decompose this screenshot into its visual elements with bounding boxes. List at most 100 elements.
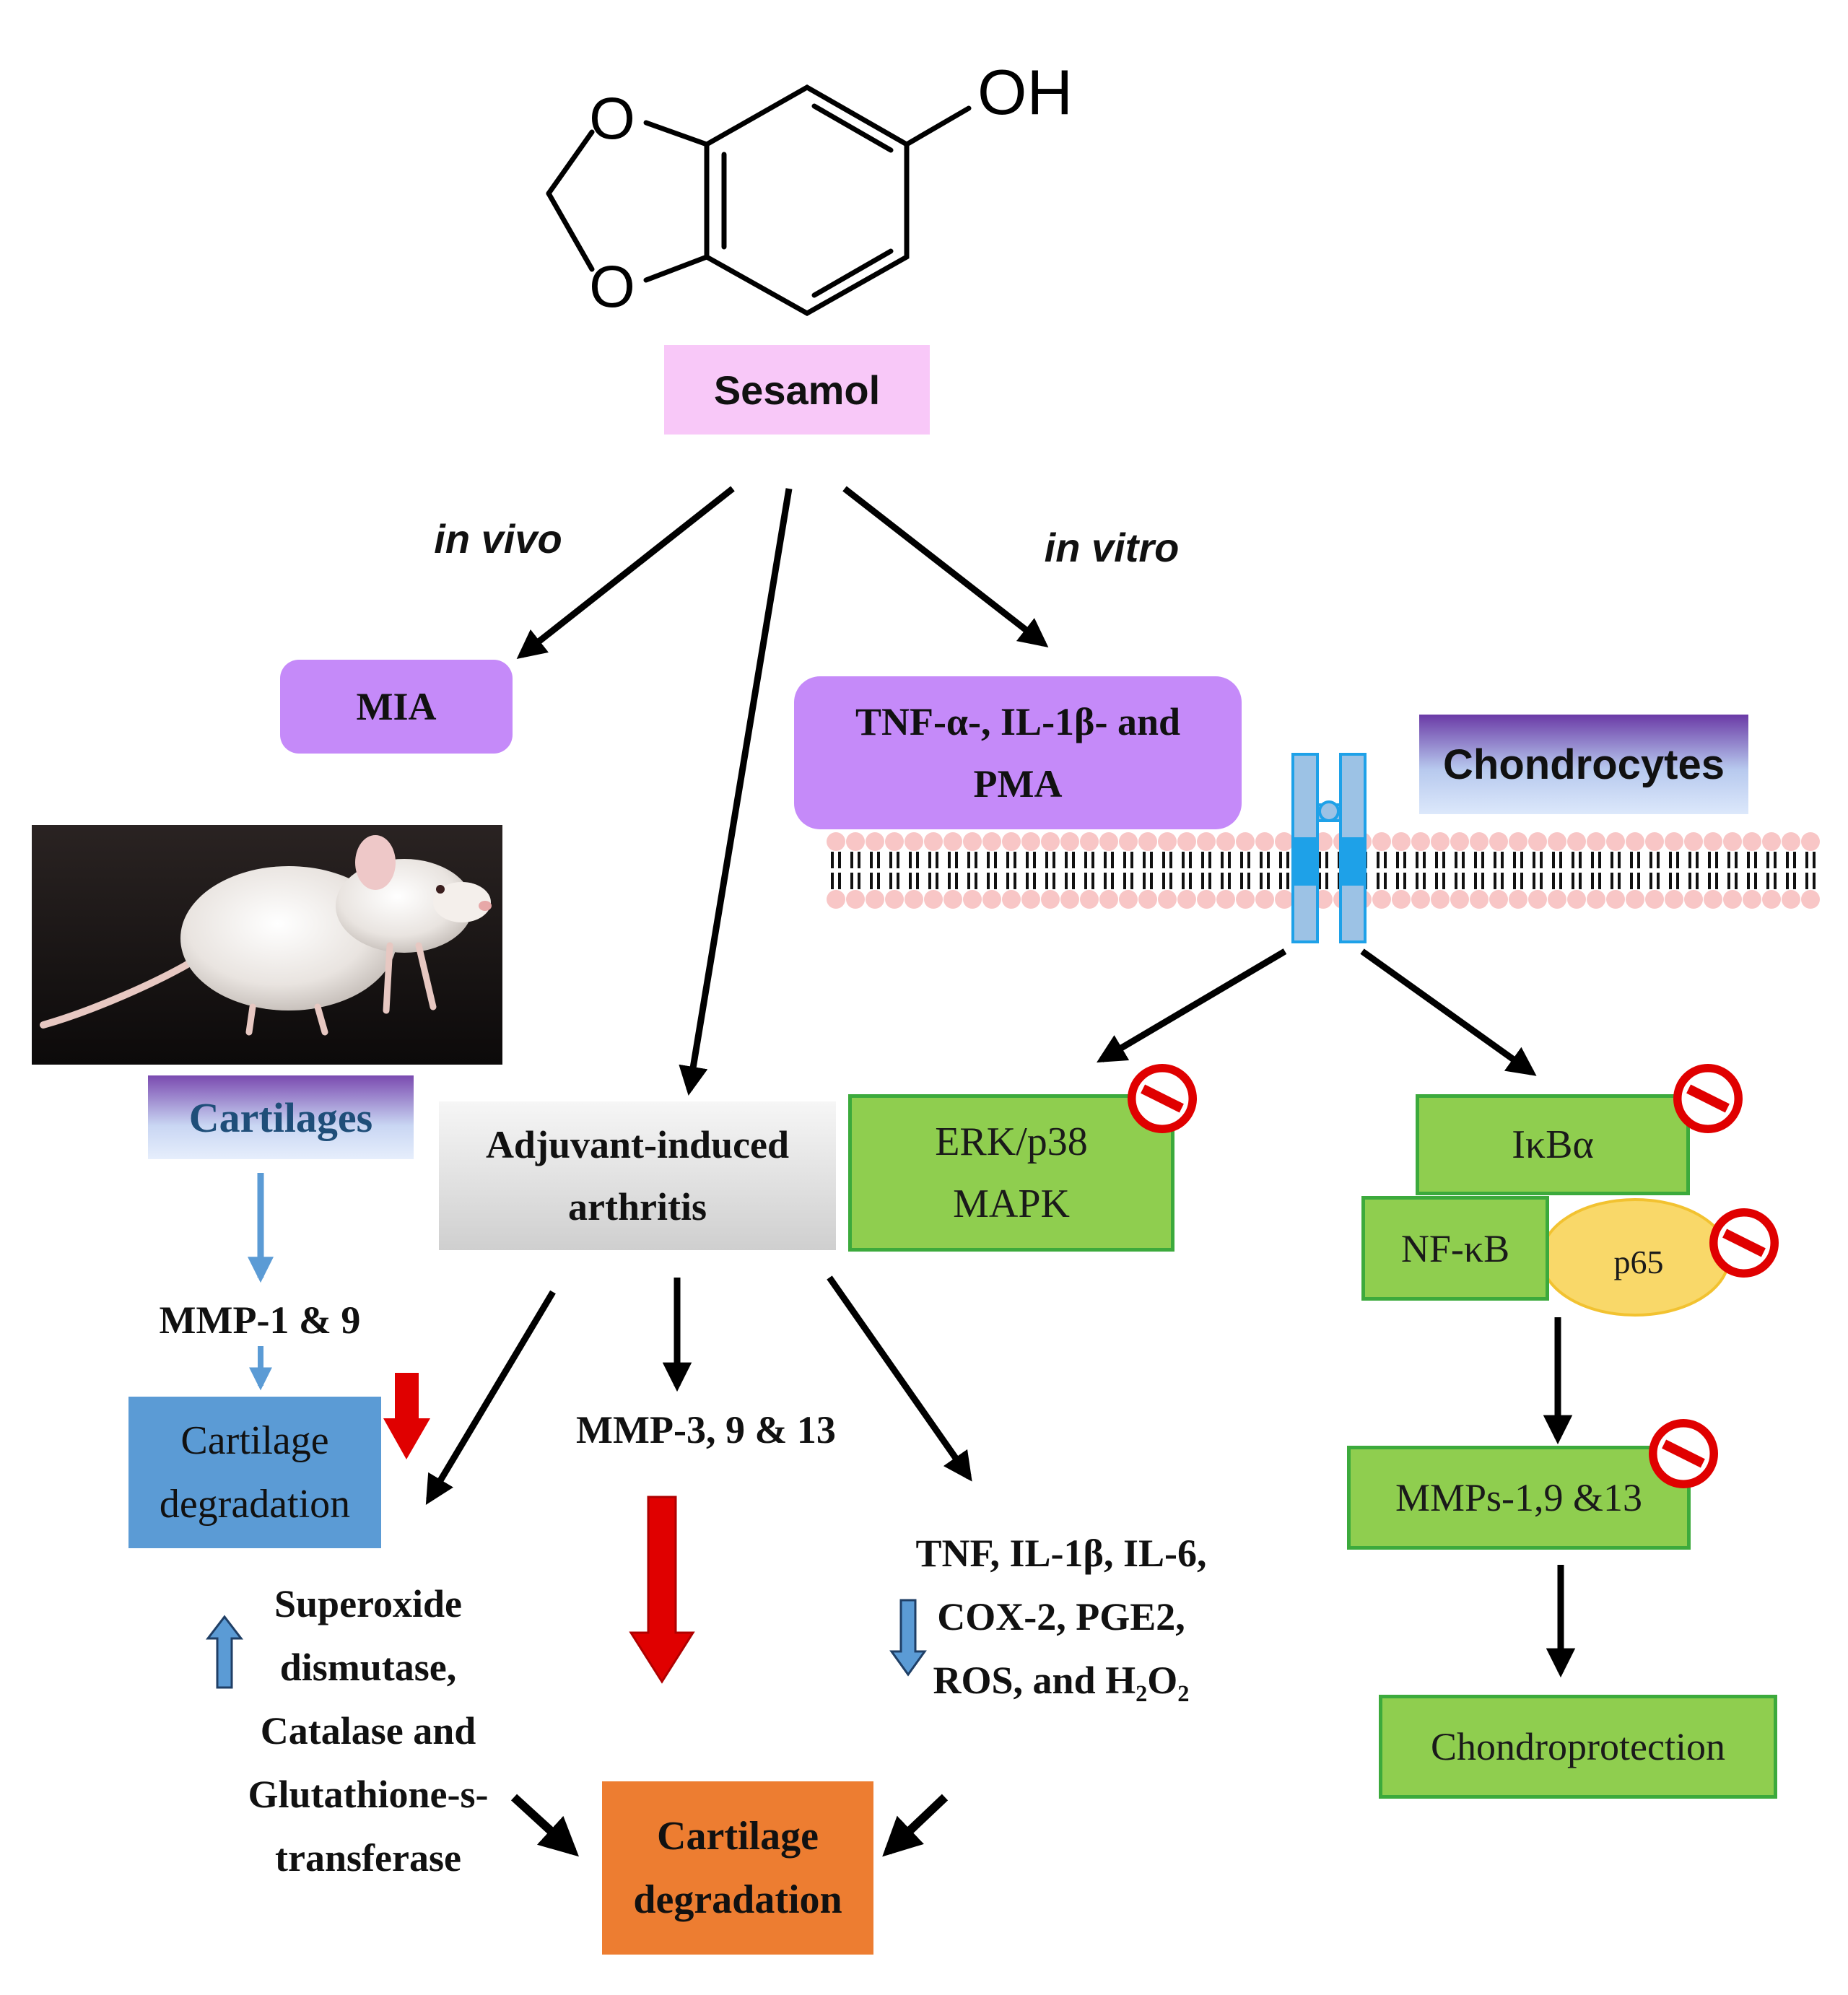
lipid-head: [943, 890, 962, 909]
lipid-head: [1704, 832, 1722, 851]
lipid-head: [1119, 832, 1138, 851]
lipid-head: [885, 832, 904, 851]
inhibit-icon: [1673, 1064, 1743, 1133]
hydroxyl-label: OH: [977, 56, 1073, 128]
lipid-head: [1450, 832, 1469, 851]
lipid-head: [1177, 832, 1196, 851]
lipid-head: [1099, 832, 1118, 851]
lipid-head: [1509, 832, 1527, 851]
lipid-head: [846, 832, 865, 851]
oxygen-top-label: O: [589, 86, 635, 152]
lipid-head: [1704, 890, 1722, 909]
lipid-head: [1743, 832, 1761, 851]
lipid-head: [1606, 890, 1625, 909]
lipid-head: [1060, 890, 1079, 909]
lipid-head: [1372, 832, 1391, 851]
red-down-arrow-large: [629, 1496, 695, 1684]
lipid-head: [1626, 832, 1644, 851]
arrow-inflammatory-to-degradation: [882, 1794, 949, 1857]
lipid-head: [963, 890, 982, 909]
inhibit-icon: [1709, 1208, 1779, 1278]
lipid-head: [1411, 890, 1430, 909]
lipid-head: [1723, 890, 1742, 909]
lipid-head: [1392, 832, 1411, 851]
lipid-head: [1002, 890, 1021, 909]
lipid-head: [1489, 890, 1508, 909]
lipid-head: [1197, 832, 1216, 851]
lipid-head: [1548, 832, 1566, 851]
lipid-head: [1021, 832, 1040, 851]
mapk-box: ERK/p38 MAPK: [848, 1094, 1174, 1252]
lipid-head: [1002, 832, 1021, 851]
lipid-head: [1626, 890, 1644, 909]
lipid-head: [1587, 832, 1605, 851]
blue-up-arrow: [205, 1615, 244, 1689]
adjuvant-box: Adjuvant-induced arthritis: [439, 1101, 836, 1250]
inflammatory-label: TNF, IL-1β, IL-6, COX-2, PGE2, ROS, and …: [915, 1532, 1207, 1702]
arrow-receptor-to-ikba: [1360, 948, 1537, 1076]
lipid-head: [905, 832, 923, 851]
lipid-head: [1197, 890, 1216, 909]
lipid-head: [924, 890, 943, 909]
lipid-head: [1782, 890, 1800, 909]
cell-membrane: [827, 832, 1820, 909]
arrow-adjuvant-to-left-degradation: [425, 1290, 556, 1505]
lipid-head: [1528, 890, 1547, 909]
lipid-head: [1255, 890, 1274, 909]
mmp19-label: MMP-1 & 9: [159, 1298, 361, 1342]
lipid-head: [1723, 832, 1742, 851]
p65-label: p65: [1613, 1244, 1664, 1280]
lipid-head: [1021, 890, 1040, 909]
lipid-head: [1509, 890, 1527, 909]
lipid-head: [1158, 890, 1177, 909]
lipid-head: [1275, 890, 1294, 909]
lipid-head: [827, 890, 845, 909]
lipid-head: [1431, 832, 1450, 851]
lipid-head: [1275, 832, 1294, 851]
lipid-head: [866, 890, 884, 909]
chondroprotection-box: Chondroprotection: [1379, 1695, 1777, 1799]
lipid-head: [1411, 832, 1430, 851]
lipid-head: [1255, 832, 1274, 851]
sesamol-box: Sesamol: [664, 345, 930, 435]
lipid-head: [1684, 832, 1703, 851]
lipid-head: [1684, 890, 1703, 909]
mmp3913-label: MMP-3, 9 & 13: [576, 1408, 836, 1451]
lipid-head: [1158, 832, 1177, 851]
receptor: [1291, 753, 1367, 943]
lipid-head: [1177, 890, 1196, 909]
antioxidants-label: Superoxide dismutase, Catalase and Gluta…: [248, 1582, 489, 1880]
in-vitro-label: in vitro: [1044, 525, 1180, 570]
lipid-head: [963, 832, 982, 851]
sesamol-structure: [546, 84, 972, 317]
lipid-head: [1762, 890, 1781, 909]
in-vivo-label: in vivo: [434, 516, 562, 562]
cartilage-degradation-orange-box: Cartilage degradation: [602, 1781, 873, 1955]
lipid-head: [1606, 832, 1625, 851]
cartilage-degradation-blue-box: Cartilage degradation: [128, 1397, 381, 1548]
lipid-head: [924, 832, 943, 851]
lipid-head: [1216, 832, 1235, 851]
lipid-head: [1587, 890, 1605, 909]
lipid-head: [1060, 832, 1079, 851]
lipid-head: [1119, 890, 1138, 909]
lipid-head: [1645, 832, 1664, 851]
lipid-head: [1548, 890, 1566, 909]
ikba-box: IκBα: [1416, 1094, 1690, 1195]
chondrocytes-box: Chondrocytes: [1419, 715, 1748, 814]
red-down-arrow-small: [383, 1373, 430, 1459]
arrow-adjuvant-to-inflammatory: [827, 1275, 972, 1482]
lipid-head: [1801, 832, 1820, 851]
lipid-head: [1080, 890, 1099, 909]
rat-photo: [32, 825, 502, 1065]
lipid-head: [1372, 890, 1391, 909]
lipid-head: [885, 890, 904, 909]
lipid-head: [1450, 890, 1469, 909]
lipid-head: [1801, 890, 1820, 909]
arrow-sesamol-to-adjuvant: [679, 488, 793, 1096]
nfkb-box: NF-κB: [1361, 1196, 1549, 1301]
lipid-head: [1567, 890, 1586, 909]
lipid-head: [905, 890, 923, 909]
lipid-head: [1528, 832, 1547, 851]
lipid-head: [1665, 832, 1683, 851]
